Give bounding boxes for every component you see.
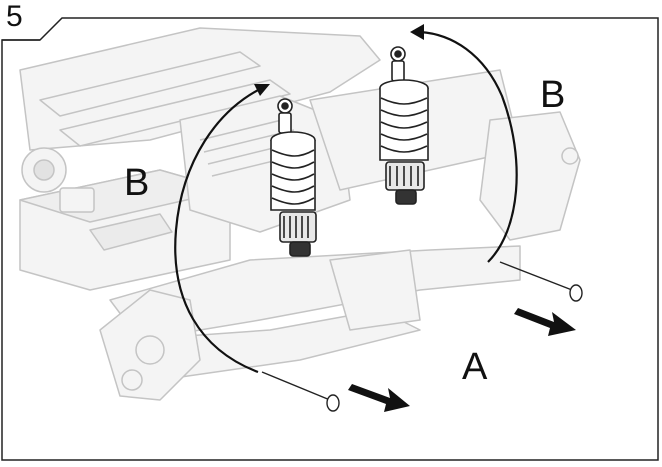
- callout-rotate-right: B: [540, 74, 566, 116]
- motor-gear-hub: [33, 159, 55, 181]
- rail-left: [39, 51, 261, 117]
- step-number: 5: [6, 0, 23, 33]
- direction-arrow-icon: [514, 308, 576, 336]
- rotation-arrow-left: [174, 84, 270, 374]
- connector-block: [59, 187, 95, 213]
- spring-coil-bg: [199, 117, 303, 177]
- hinge-pin-icon: [499, 261, 573, 291]
- hinge-pin-left: [261, 371, 340, 412]
- curved-arrow-icon: [419, 30, 518, 263]
- shock-absorber-left: [270, 98, 317, 257]
- left-upright-boss: [135, 335, 165, 365]
- hinge-pin-right: [499, 261, 583, 302]
- hinge-pin-icon: [261, 371, 331, 401]
- rail-right: [59, 79, 291, 147]
- callout-pull: A: [462, 346, 488, 388]
- callout-rotate-left: B: [124, 162, 150, 204]
- right-hub-nut: [561, 147, 579, 165]
- direction-arrow-icon: [348, 384, 410, 412]
- shock-absorber-right: [379, 46, 429, 205]
- right-hub: [479, 111, 581, 241]
- rotation-arrow-right: [410, 24, 518, 263]
- logo-plate: [89, 213, 173, 251]
- curved-arrow-icon: [174, 87, 263, 374]
- left-wheel-nut: [121, 369, 143, 391]
- front-block: [329, 249, 421, 331]
